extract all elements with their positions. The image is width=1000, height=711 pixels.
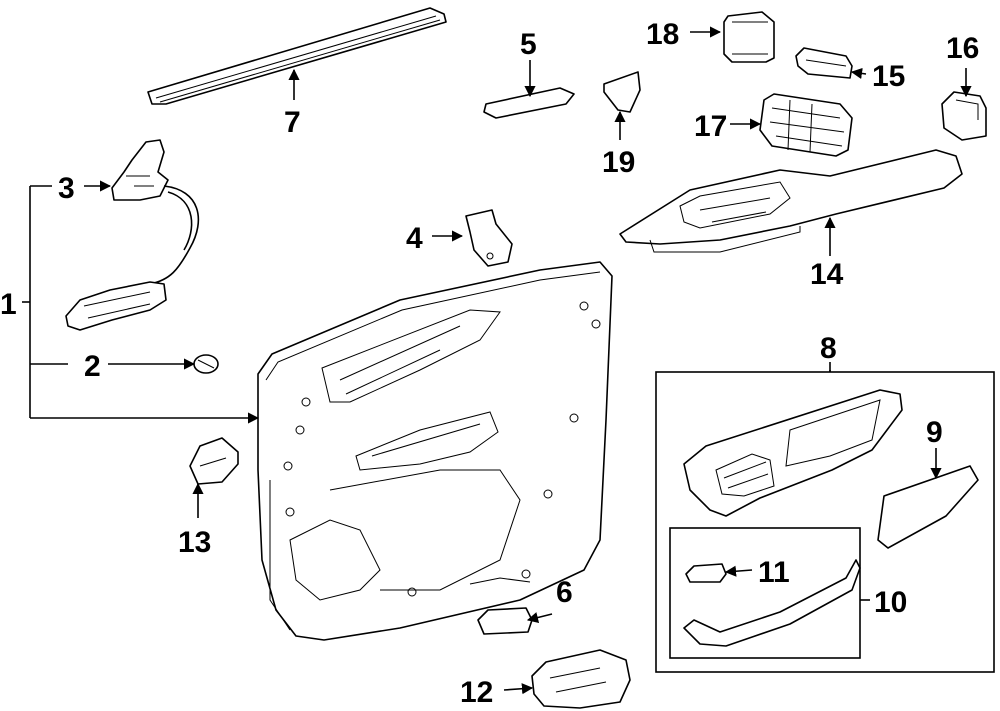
callout-1: 1 — [0, 288, 17, 321]
door-trim-panel — [257, 261, 613, 641]
callout-13: 13 — [178, 526, 211, 559]
callout-arrows — [84, 26, 972, 695]
control-module-part — [723, 11, 775, 63]
mirror-switch-part — [941, 91, 987, 141]
callout-9: 9 — [926, 416, 943, 449]
pad-part — [877, 465, 979, 549]
bracket-part — [465, 209, 513, 267]
callout-14: 14 — [810, 258, 844, 291]
callout-1-leaders — [22, 185, 260, 424]
callout-16: 16 — [946, 32, 979, 65]
callout-11: 11 — [758, 556, 790, 589]
callout-10: 10 — [874, 586, 907, 619]
pocket-part — [531, 649, 631, 709]
switch-part — [795, 47, 853, 79]
callout-19: 19 — [602, 146, 635, 179]
garnish-part — [483, 87, 575, 119]
part-8-assembly-box — [655, 371, 995, 673]
callout-12: 12 — [460, 676, 493, 709]
callout-6: 6 — [556, 576, 573, 609]
belt-weatherstrip-part — [147, 7, 447, 105]
callout-18: 18 — [646, 18, 679, 51]
inner-trim-part — [683, 389, 903, 517]
callout-5: 5 — [520, 28, 537, 61]
trim-strip-part — [683, 559, 861, 647]
clip-part — [193, 354, 219, 374]
cover-part — [477, 607, 533, 635]
part-10-assembly-box — [669, 527, 861, 659]
connector-part — [189, 437, 239, 485]
clip-11-part — [685, 563, 727, 583]
callout-4: 4 — [406, 222, 423, 255]
corner-piece-part — [603, 71, 641, 113]
window-switch-part — [759, 93, 853, 157]
armrest-bezel-part — [619, 149, 963, 253]
callout-7: 7 — [284, 106, 301, 139]
callout-15: 15 — [872, 60, 905, 93]
callout-3: 3 — [58, 172, 75, 205]
callout-2: 2 — [84, 350, 101, 383]
callout-8: 8 — [820, 332, 837, 365]
callout-17: 17 — [694, 110, 727, 143]
inside-handle-cable-part — [65, 139, 200, 331]
